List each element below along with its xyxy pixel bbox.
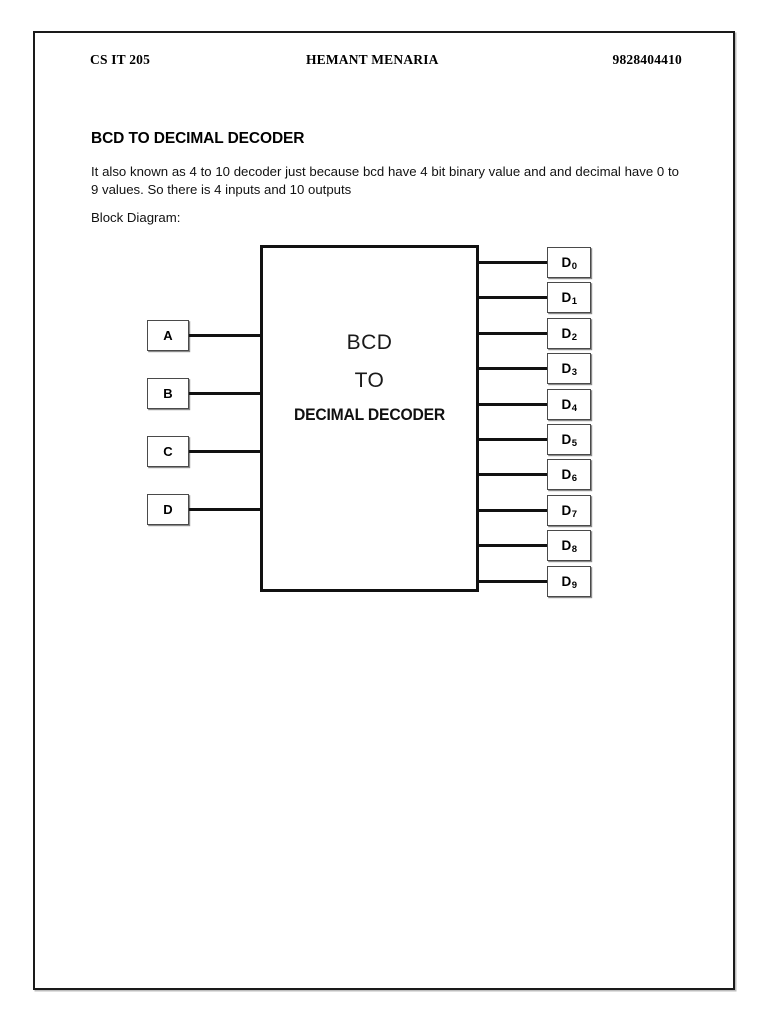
output-terminal-label: D3 (561, 361, 578, 379)
output-wire-d7 (479, 508, 547, 512)
block-diagram-label: Block Diagram: (91, 210, 181, 226)
output-terminal-index: 7 (571, 508, 578, 520)
decoder-block-line-1: BCD (346, 331, 393, 354)
input-terminal-a[interactable]: A (147, 320, 189, 351)
output-terminal-label: D4 (561, 396, 578, 414)
output-terminal-index: 5 (571, 438, 578, 449)
input-wire-c (189, 450, 260, 453)
output-terminal-label: D1 (561, 290, 578, 308)
output-wire-d8 (479, 544, 547, 548)
input-wire-a (189, 334, 260, 337)
output-terminal-d7[interactable]: D7 (547, 494, 591, 526)
document-header: CS IT 205 HEMANT MENARIA 9828404410 (90, 52, 682, 70)
input-terminal-d[interactable]: D (147, 494, 189, 525)
input-terminal-label: B (163, 386, 173, 401)
input-wire-d (189, 508, 260, 511)
output-terminal-index: 4 (571, 402, 578, 414)
input-wire-b (189, 392, 260, 395)
decoder-block-line-3: DECIMAL DECODER (293, 406, 446, 424)
output-wire-d6 (479, 473, 547, 477)
output-wire-d3 (479, 367, 547, 371)
output-wire-d4 (479, 402, 547, 406)
output-terminal-index: 8 (571, 544, 578, 556)
output-terminal-label: D2 (561, 325, 578, 343)
output-terminal-label: D6 (561, 467, 578, 485)
decoder-block: BCD TO DECIMAL DECODER (260, 245, 479, 592)
input-terminal-label: D (163, 502, 173, 517)
input-terminal-c[interactable]: C (147, 436, 189, 467)
page-sheet: CS IT 205 HEMANT MENARIA 9828404410 BCD … (33, 31, 735, 990)
output-terminal-d6[interactable]: D6 (547, 459, 591, 491)
decoder-block-line-2: TO (354, 369, 385, 392)
intro-paragraph: It also known as 4 to 10 decoder just be… (91, 164, 679, 198)
input-terminal-b[interactable]: B (147, 378, 189, 409)
input-terminal-label: C (163, 444, 173, 459)
output-terminal-label: D9 (561, 573, 578, 591)
output-terminal-index: 9 (571, 579, 578, 591)
output-terminal-label: D5 (561, 432, 578, 449)
header-author-name: HEMANT MENARIA (305, 52, 439, 67)
output-terminal-d4[interactable]: D4 (547, 388, 591, 420)
input-terminal-label: A (163, 328, 173, 343)
output-terminal-index: 3 (571, 367, 578, 379)
output-terminal-index: 0 (571, 261, 578, 272)
output-wire-d2 (479, 331, 547, 335)
header-course-code: CS IT 205 (90, 52, 151, 67)
output-terminal-label: D0 (561, 255, 578, 272)
output-wire-d0 (479, 261, 547, 264)
output-wire-d9 (479, 579, 547, 583)
output-terminal-index: 6 (571, 473, 578, 485)
page-title: BCD TO DECIMAL DECODER (91, 130, 305, 148)
output-terminal-index: 1 (571, 296, 578, 308)
output-wire-d5 (479, 438, 547, 441)
output-terminal-d2[interactable]: D2 (547, 317, 591, 349)
output-terminal-label: D8 (561, 538, 578, 556)
output-terminal-label: D7 (561, 502, 578, 520)
output-wire-d1 (479, 296, 547, 300)
output-terminal-d5[interactable]: D5 (547, 424, 591, 455)
output-terminal-d0[interactable]: D0 (547, 247, 591, 278)
output-terminal-index: 2 (571, 331, 578, 343)
output-terminal-d8[interactable]: D8 (547, 530, 591, 562)
header-phone-number: 9828404410 (612, 52, 682, 67)
output-terminal-d9[interactable]: D9 (547, 565, 591, 597)
output-terminal-d1[interactable]: D1 (547, 282, 591, 314)
output-terminal-d3[interactable]: D3 (547, 353, 591, 385)
